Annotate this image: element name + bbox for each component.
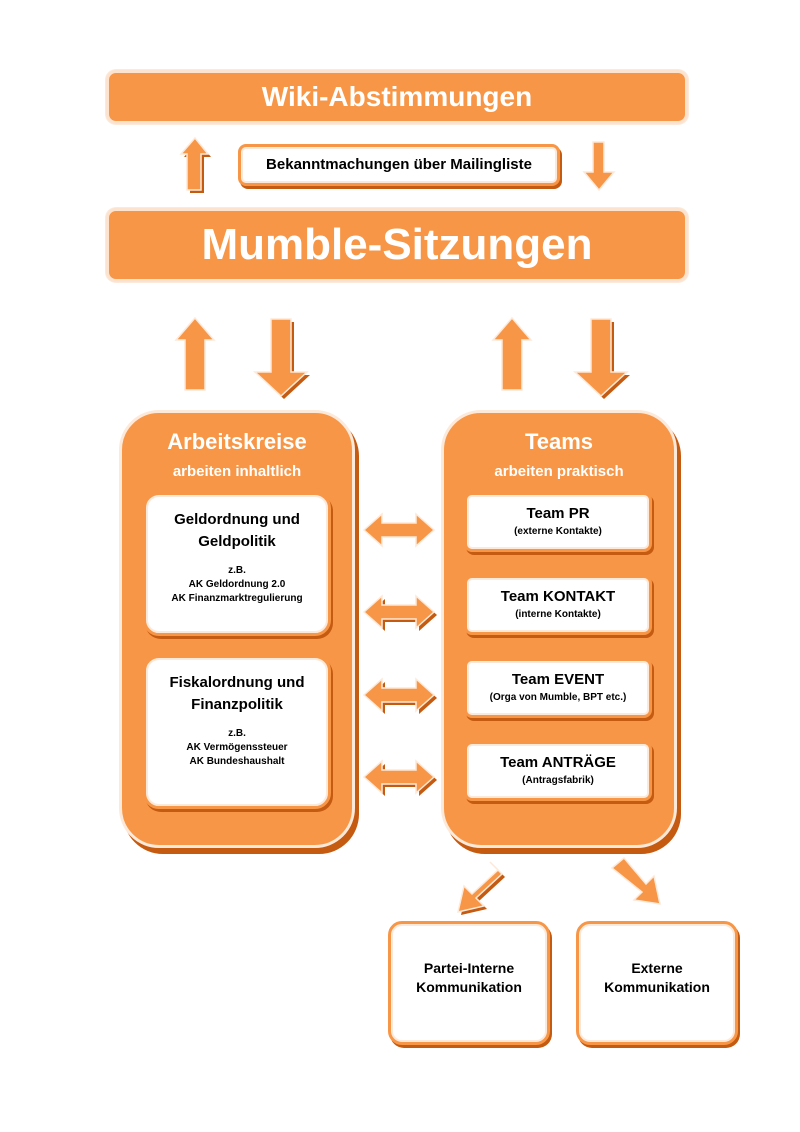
ak-box-eg: z.B. [228, 728, 246, 739]
arrow-left-right-icon [362, 594, 437, 631]
arrow-left-right-icon [362, 759, 437, 796]
ak-box-title-line2: Geldpolitik [198, 533, 276, 550]
arrow-left-right-icon [362, 677, 437, 714]
team-box-kontakt: Team KONTAKT (interne Kontakte) [464, 575, 652, 635]
arrow-up-icon [174, 316, 216, 391]
ak-box-line1: AK Geldordnung 2.0 [188, 579, 286, 590]
announcement-box: Bekanntmachungen über Mailingliste [238, 144, 560, 186]
partei-interne-kommunikation-box: Partei-Interne Kommunikation [388, 921, 550, 1045]
team-name: Team ANTRÄGE [500, 754, 616, 771]
team-desc: (externe Kontakte) [514, 526, 602, 537]
ak-box-geldordnung: Geldordnung und Geldpolitik z.B. AK Geld… [143, 492, 331, 636]
arrow-up-icon [491, 316, 533, 391]
wiki-abstimmungen-bar: Wiki-Abstimmungen [106, 70, 688, 124]
wiki-abstimmungen-title: Wiki-Abstimmungen [261, 81, 533, 112]
mumble-sitzungen-bar: Mumble-Sitzungen [106, 208, 688, 282]
team-name: Team KONTAKT [500, 588, 616, 605]
ak-box-line2: AK Finanzmarktregulierung [171, 593, 303, 604]
mumble-sitzungen-title: Mumble-Sitzungen [201, 220, 593, 269]
ak-box-line1: AK Vermögenssteuer [186, 742, 288, 753]
announcement-label: Bekanntmachungen über Mailingliste [266, 156, 532, 173]
arrow-down-icon [253, 318, 310, 399]
bottom-box-line1: Partei-Interne [423, 960, 515, 976]
arbeitskreise-title: Arbeitskreise [167, 429, 307, 454]
team-desc: (interne Kontakte) [515, 609, 601, 620]
teams-title: Teams [524, 429, 594, 454]
bottom-box-line1: Externe [631, 960, 683, 976]
team-box-antraege: Team ANTRÄGE (Antragsfabrik) [464, 741, 652, 801]
arrow-down-icon [582, 141, 616, 192]
team-name: Team PR [526, 505, 590, 522]
ak-box-line2: AK Bundeshaushalt [189, 756, 285, 767]
team-desc: (Orga von Mumble, BPT etc.) [489, 692, 627, 703]
arrow-up-icon [179, 136, 211, 193]
ak-box-title-line1: Geldordnung und [174, 511, 300, 528]
bottom-box-line2: Kommunikation [604, 979, 710, 995]
team-desc: (Antragsfabrik) [522, 775, 594, 786]
arbeitskreise-subtitle: arbeiten inhaltlich [172, 463, 302, 480]
arrow-down-icon [573, 318, 630, 399]
team-name: Team EVENT [511, 671, 605, 688]
team-box-event: Team EVENT (Orga von Mumble, BPT etc.) [464, 658, 652, 718]
arrow-left-right-icon [362, 512, 436, 548]
arrow-down-right-icon [610, 856, 661, 905]
team-box-pr: Team PR (externe Kontakte) [464, 492, 652, 552]
ak-box-title-line2: Finanzpolitik [191, 696, 283, 713]
ak-box-eg: z.B. [228, 565, 246, 576]
arrow-down-left-icon [456, 861, 505, 915]
teams-subtitle: arbeiten praktisch [494, 463, 624, 480]
bottom-box-line2: Kommunikation [416, 979, 522, 995]
ak-box-fiskalordnung: Fiskalordnung und Finanzpolitik z.B. AK … [143, 655, 331, 809]
externe-kommunikation-box: Externe Kommunikation [576, 921, 738, 1045]
ak-box-title-line1: Fiskalordnung und [169, 674, 305, 691]
